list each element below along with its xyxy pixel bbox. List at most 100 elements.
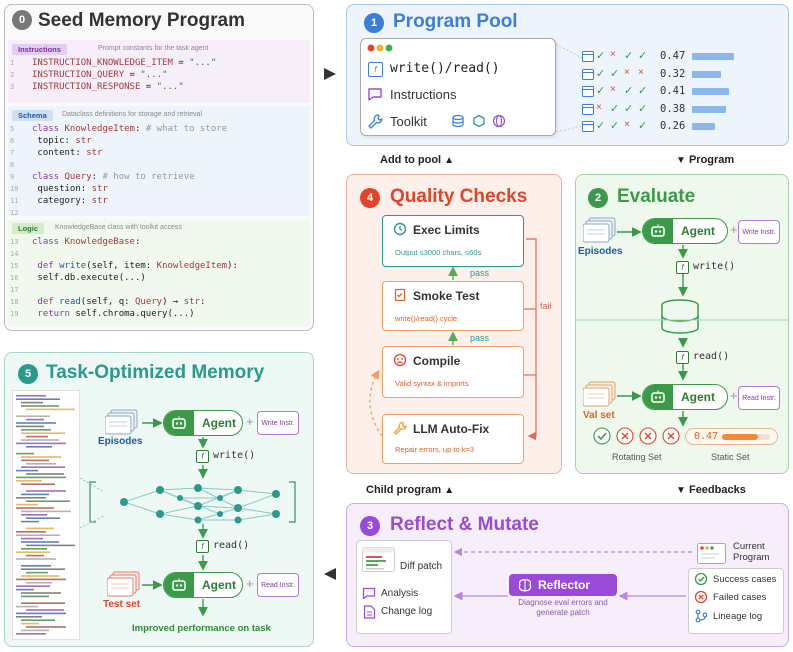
code-line-mark (16, 503, 38, 506)
window-dots-icon (367, 44, 393, 52)
code-line-mark (26, 609, 64, 611)
check-icon: ✓ (624, 85, 634, 97)
check-icon: ✓ (624, 50, 634, 62)
seed-badge: 0 (12, 10, 32, 30)
schema-desc: Dataclass definitions for storage and re… (62, 111, 203, 118)
label-add-to-pool: Add to pool ▲ (380, 154, 455, 166)
label-feedbacks: ▼ Feedbacks (676, 484, 746, 496)
episodes-label: Episodes (578, 246, 623, 257)
code-line-mark (21, 483, 55, 485)
cross-icon: × (624, 119, 630, 130)
code-line-mark (21, 514, 47, 516)
reflector-box[interactable]: Reflector (509, 574, 617, 596)
program-doc-icon (582, 103, 594, 115)
compile-box[interactable]: Compile Valid syntax & imports (382, 346, 524, 398)
code-line: 19 return self.chroma.query(...) (10, 309, 195, 319)
agent-block[interactable]: Agent (163, 572, 243, 598)
code-line-mark (21, 466, 65, 468)
rotating-set-marks (593, 427, 680, 445)
pool-row[interactable]: ✓×✓✓0.41 (582, 84, 782, 99)
code-line-mark (21, 439, 59, 441)
code-line-mark (16, 531, 46, 533)
diff-doc-icon (362, 547, 395, 572)
bug-icon (393, 353, 407, 367)
lineage-icon (695, 609, 708, 623)
function-icon: f (196, 540, 209, 553)
evaluate-title: Evaluate (617, 186, 696, 207)
code-line-mark (16, 612, 66, 615)
instructions-desc: Prompt constants for the task agent (98, 45, 209, 52)
agent-block[interactable]: Agent (642, 384, 728, 410)
failed-icon (694, 590, 708, 604)
label-child-program: Child program ▲ (366, 484, 455, 496)
code-line-mark (26, 544, 75, 547)
code-line: 7 content: str (10, 148, 103, 158)
code-line: 17 (10, 286, 19, 294)
compile-desc: Valid syntax & imports (395, 379, 469, 388)
compile-title: Compile (413, 354, 461, 368)
robot-icon (172, 416, 186, 429)
schema-section (8, 106, 310, 216)
agent-block[interactable]: Agent (163, 410, 243, 436)
testset-stack-icon (107, 571, 140, 597)
hexagon-icon (473, 114, 485, 128)
code-line-mark (21, 493, 49, 496)
code-line-mark (16, 588, 34, 591)
cross-icon: × (638, 66, 644, 78)
code-line-mark (16, 452, 34, 455)
check-icon: ✓ (638, 85, 648, 97)
code-line-mark (16, 585, 50, 587)
code-line-mark (21, 537, 43, 540)
logic-desc: KnowledgeBase class with toolkit access (55, 224, 182, 231)
read-instr-badge: Read Instr. (738, 386, 780, 410)
code-line-mark (16, 476, 66, 479)
quality-badge: 4 (360, 188, 380, 208)
llm-autofix-box[interactable]: LLM Auto-Fix Repair errors, up to k=3 (382, 414, 524, 464)
current-program-icon (697, 543, 726, 564)
write-call-label: write() (693, 261, 736, 272)
exec-limits-box[interactable]: Exec Limits Output ≤3000 chars, ≤60s (382, 215, 524, 267)
code-line-mark (21, 432, 65, 434)
code-line-mark (16, 578, 66, 581)
smoke-test-title: Smoke Test (413, 289, 480, 303)
diff-patch-label: Diff patch (400, 561, 443, 572)
success-cases-label: Success cases (713, 574, 777, 585)
pool-row[interactable]: ✓✓×✓0.26 (582, 119, 782, 134)
static-set-label: Static Set (711, 452, 750, 462)
reflector-label: Reflector (538, 578, 591, 592)
pool-row[interactable]: ✓✓××0.32 (582, 66, 782, 82)
code-line-mark (26, 626, 66, 628)
pool-row[interactable]: ✓×✓✓0.47 (582, 49, 782, 64)
smoke-test-desc: write()/read() cycle (395, 314, 458, 323)
code-line-mark (16, 395, 46, 397)
pool-score: 0.41 (660, 85, 686, 97)
change-log-label: Change log (381, 606, 433, 617)
lineage-log-label: Lineage log (713, 611, 763, 622)
read-call-label: read() (693, 351, 730, 362)
evaluate-arrows (575, 227, 789, 427)
write-call-label: write() (213, 450, 256, 461)
globe-icon (492, 114, 506, 128)
check-icon: ✓ (610, 102, 620, 115)
arrow-seed-to-pool (324, 68, 336, 80)
pool-row[interactable]: ×✓✓✓0.38 (582, 102, 782, 117)
code-thumbnail (12, 390, 80, 640)
optimized-arrows (79, 418, 208, 617)
smoke-test-box[interactable]: Smoke Test write()/read() cycle (382, 281, 524, 331)
current-program-label: Current Program (733, 541, 770, 563)
code-line: 6 topic: str (10, 136, 92, 146)
plus-sign: + (246, 414, 254, 429)
agent-block[interactable]: Agent (642, 218, 728, 244)
static-score-value: 0.47 (694, 431, 719, 442)
plus-sign: + (730, 222, 738, 237)
code-line-mark (26, 435, 48, 438)
schema-label: Schema (12, 110, 53, 121)
code-line-mark (26, 500, 70, 502)
check-icon: ✓ (596, 67, 606, 80)
code-line: 14 (10, 250, 19, 258)
code-line-mark (26, 571, 48, 574)
code-line-mark (21, 622, 39, 625)
code-line-mark (26, 490, 66, 492)
llm-autofix-title: LLM Auto-Fix (413, 422, 490, 436)
